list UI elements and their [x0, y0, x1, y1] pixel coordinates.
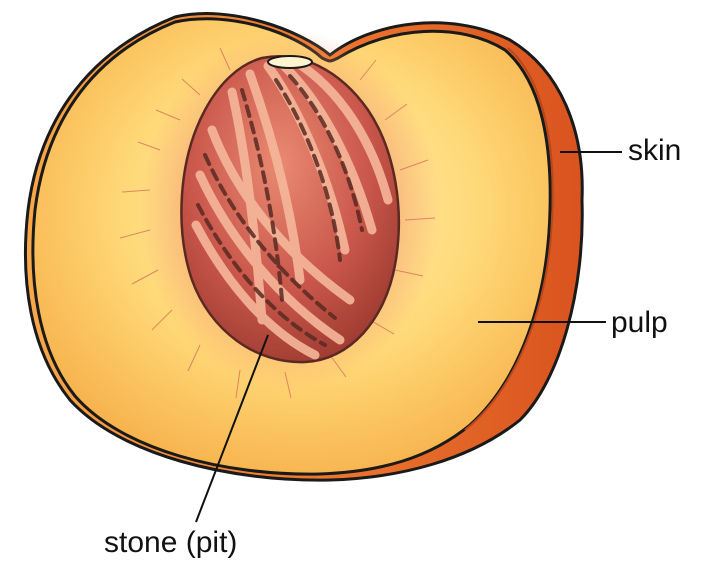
stone-label: stone (pit): [104, 528, 237, 558]
pulp-label: pulp: [611, 308, 668, 338]
stone-top-tip: [268, 56, 312, 68]
skin-label: skin: [628, 136, 681, 166]
